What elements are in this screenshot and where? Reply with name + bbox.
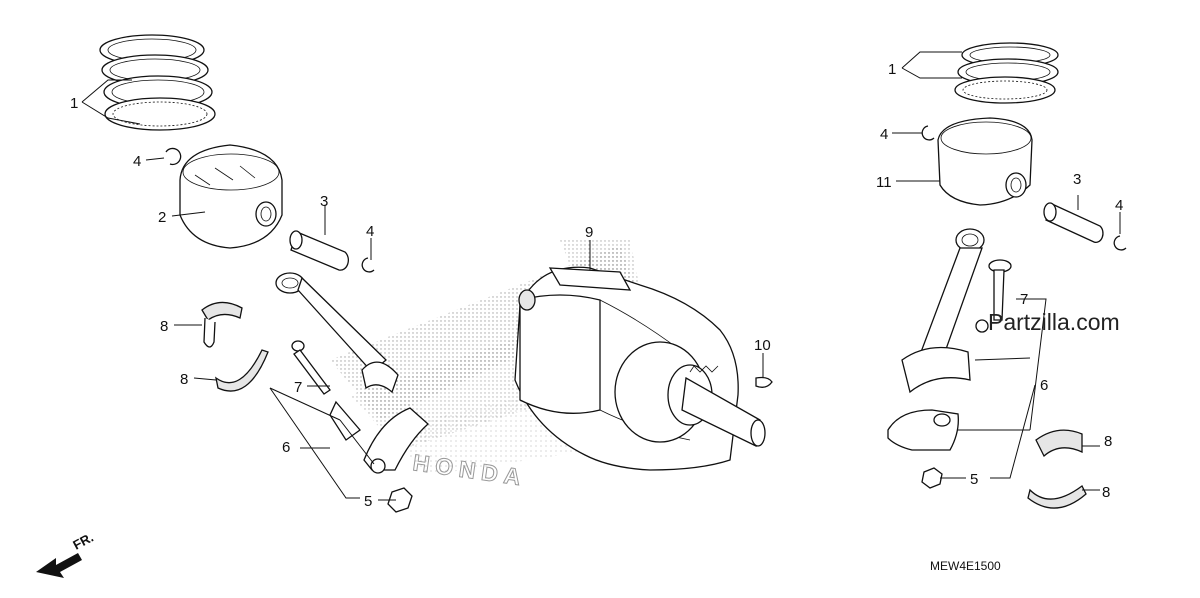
callout-right-rod-nut: 5: [970, 471, 978, 488]
woodruff-key: [755, 376, 773, 388]
right-piston: [937, 117, 1033, 206]
callout-crankshaft: 9: [585, 224, 593, 241]
left-piston-pin: [289, 230, 350, 271]
callout-left-clip-top: 4: [133, 153, 141, 170]
right-piston-pin: [1043, 202, 1104, 244]
callout-left-piston-rings: 1: [70, 95, 78, 112]
callout-left-bearing-upper: 8: [160, 318, 168, 335]
callout-left-rod-bolt: 7: [294, 379, 302, 396]
front-indicator: FR.: [36, 530, 96, 578]
crankshaft: [514, 266, 766, 471]
left-connecting-rod: [275, 272, 399, 441]
right-connecting-rod: [901, 228, 985, 394]
callout-right-bearing-lower: 8: [1102, 484, 1110, 501]
front-label: FR.: [70, 530, 96, 553]
right-piston-rings: [954, 42, 1059, 104]
diagram-code: MEW4E1500: [930, 559, 1001, 573]
left-bearing-upper: [201, 301, 243, 321]
watermark-text: Partzilla.com: [988, 309, 1120, 335]
callouts-center: 9 10: [585, 224, 771, 354]
left-piston-rings: [99, 34, 216, 131]
left-rod-cap: [363, 407, 429, 474]
callout-left-rod-assy: 6: [282, 439, 290, 456]
callout-left-rod-nut: 5: [364, 493, 372, 510]
callout-right-clip-top: 4: [880, 126, 888, 143]
left-piston: [179, 144, 283, 249]
right-rod-cap: [887, 409, 959, 451]
right-bearing-lower: [1027, 485, 1087, 509]
callout-left-clip-pin: 4: [366, 223, 374, 240]
left-bearing-upper-side: [203, 317, 216, 348]
callout-left-piston-pin: 3: [320, 193, 328, 210]
callout-right-bearing-upper: 8: [1104, 433, 1112, 450]
right-clip-top: [921, 125, 935, 141]
callout-woodruff-key: 10: [754, 337, 771, 354]
left-rod-nut: [387, 487, 413, 513]
callout-right-rod-assy: 6: [1040, 377, 1048, 394]
callouts-left: 1 4 2 3 4 8 8 7 6 5: [70, 95, 374, 510]
right-rod-nut: [921, 467, 943, 489]
right-rod-bolt: [975, 259, 1012, 333]
callout-right-piston: 11: [876, 174, 892, 191]
leader-lines: [81, 51, 1121, 501]
right-bearing-upper: [1035, 429, 1083, 458]
right-clip-pin: [1113, 235, 1127, 251]
callout-left-piston: 2: [158, 209, 166, 226]
left-clip-pin: [361, 257, 375, 273]
left-clip-top: [165, 147, 182, 166]
left-rod-bolt: [291, 340, 331, 395]
callout-left-bearing-lower: 8: [180, 371, 188, 388]
callouts-right: 1 4 11 3 4 7 6 5 8 8: [876, 61, 1123, 501]
callout-right-piston-rings: 1: [888, 61, 896, 78]
front-arrow-icon: [36, 553, 82, 578]
callout-right-piston-pin: 3: [1073, 171, 1081, 188]
left-bearing-lower: [215, 349, 269, 392]
callout-right-rod-bolt: 7: [1020, 291, 1028, 308]
callout-right-clip-pin: 4: [1115, 197, 1123, 214]
